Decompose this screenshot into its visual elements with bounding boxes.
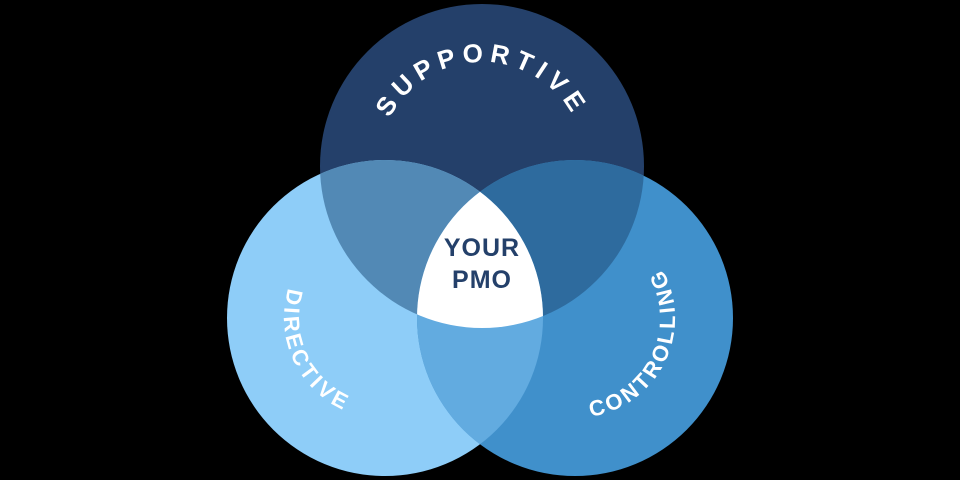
center-region-outer: [417, 160, 543, 328]
center-region: [417, 160, 543, 328]
center-title-line2: PMO: [452, 266, 512, 294]
center-title-line1: YOUR: [444, 234, 520, 262]
center-region-inner: [417, 160, 543, 328]
